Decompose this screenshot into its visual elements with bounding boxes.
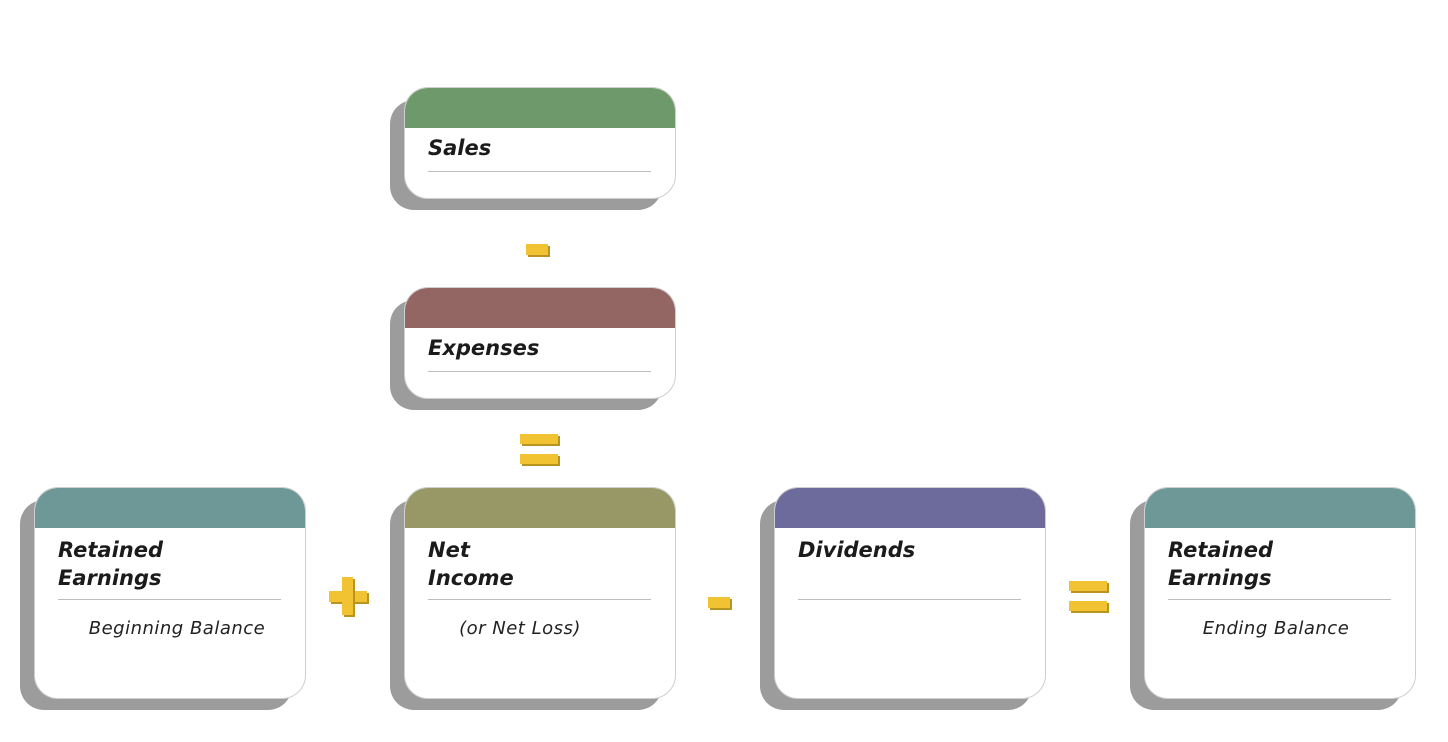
expenses-card: Expenses xyxy=(390,287,676,410)
card-header-bar xyxy=(405,288,675,328)
retained-earnings-ending-card: Retained Earnings Ending Balance xyxy=(1130,487,1416,710)
card-face: Sales xyxy=(404,87,676,199)
card-face: Dividends xyxy=(774,487,1046,699)
card-title: Retained Earnings xyxy=(1168,538,1273,590)
card-subtitle: Beginning Balance xyxy=(88,618,266,639)
equals-operator xyxy=(1069,581,1109,613)
sales-card: Sales xyxy=(390,87,676,210)
card-face: Retained Earnings Ending Balance xyxy=(1144,487,1416,699)
card-header-bar xyxy=(775,488,1045,528)
plus-operator xyxy=(329,577,369,617)
card-title: Expenses xyxy=(428,336,540,360)
minus-operator xyxy=(526,244,548,255)
card-header-bar xyxy=(35,488,305,528)
card-rule xyxy=(428,371,651,372)
card-subtitle: Ending Balance xyxy=(1202,618,1350,639)
card-header-bar xyxy=(405,88,675,128)
card-rule xyxy=(428,171,651,172)
dividends-card: Dividends xyxy=(760,487,1046,710)
card-rule xyxy=(428,599,651,600)
card-header-bar xyxy=(405,488,675,528)
card-header-bar xyxy=(1145,488,1415,528)
card-title: Sales xyxy=(428,136,492,160)
card-subtitle: (or Net Loss) xyxy=(459,618,581,639)
card-face: Retained Earnings Beginning Balance xyxy=(34,487,306,699)
card-face: Expenses xyxy=(404,287,676,399)
card-rule xyxy=(58,599,281,600)
net-income-card: Net Income (or Net Loss) xyxy=(390,487,676,710)
card-rule xyxy=(798,599,1021,600)
minus-operator xyxy=(708,597,730,608)
card-face: Net Income (or Net Loss) xyxy=(404,487,676,699)
card-title: Dividends xyxy=(798,538,916,562)
card-title: Retained Earnings xyxy=(58,538,163,590)
card-rule xyxy=(1168,599,1391,600)
equals-operator xyxy=(520,434,560,466)
retained-earnings-beginning-card: Retained Earnings Beginning Balance xyxy=(20,487,306,710)
card-title: Net Income xyxy=(428,538,514,590)
